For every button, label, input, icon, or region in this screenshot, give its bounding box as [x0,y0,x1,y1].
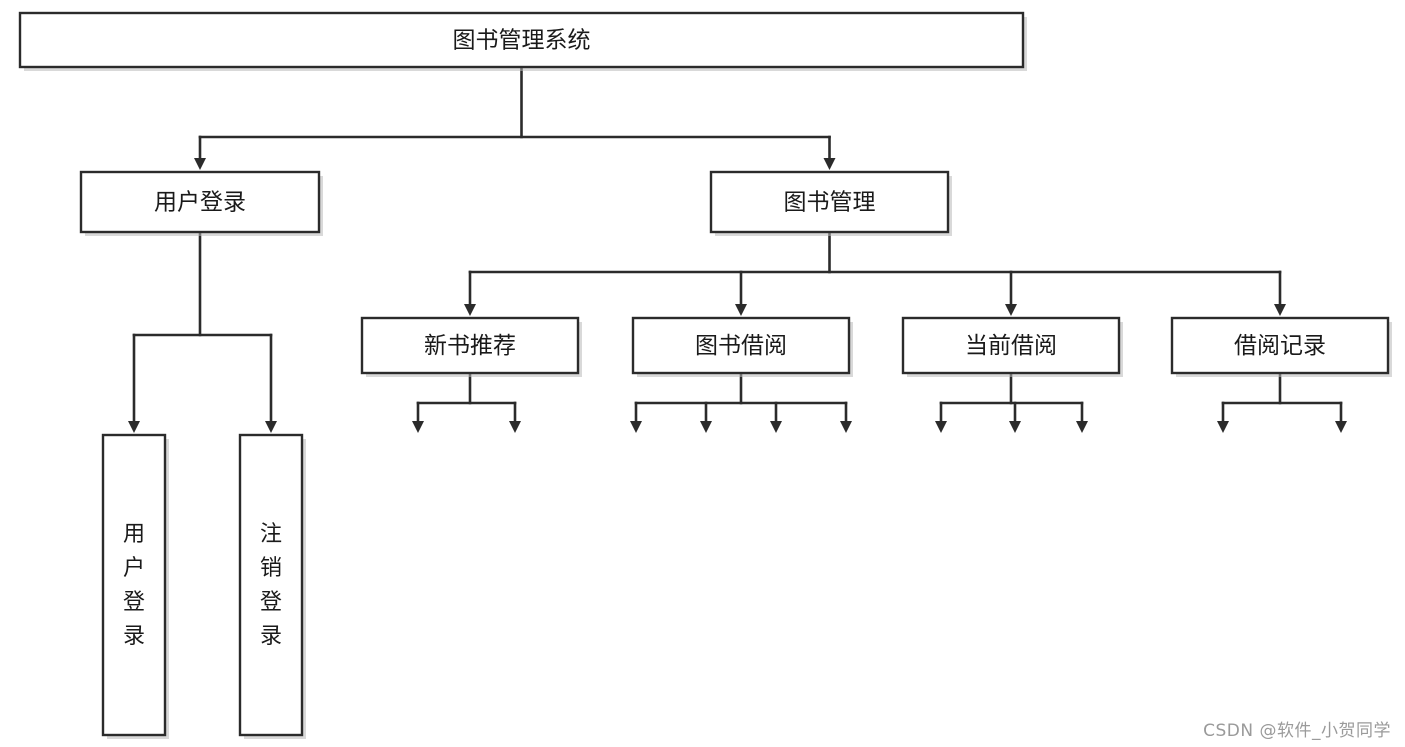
node-user-logout[interactable]: 注销登录 [238,433,306,739]
node-label: 借阅记录 [1234,333,1326,359]
node-label: 图书管理 [784,190,876,216]
node-book-management[interactable]: 图书管理 [709,170,952,236]
nodes-layer: 图书管理系统用户登录用户登录注销登录图书管理新书推荐图书借阅当前借阅借阅记录 [18,11,1392,739]
node-label: 新书推荐 [424,333,516,359]
node-borrow-record[interactable]: 借阅记录 [1170,316,1392,377]
node-root[interactable]: 图书管理系统 [18,11,1027,71]
node-label: 当前借阅 [965,333,1057,359]
node-label: 用户登录 [123,522,145,649]
node-user-login-do[interactable]: 用户登录 [101,433,169,739]
node-label: 图书管理系统 [453,28,591,54]
node-label: 注销登录 [260,522,282,649]
watermark-text: CSDN @软件_小贺同学 [1203,721,1391,741]
node-label: 用户登录 [154,190,246,216]
edges-layer [128,65,1347,433]
node-current-borrow[interactable]: 当前借阅 [901,316,1123,377]
node-new-book-recommend[interactable]: 新书推荐 [360,316,582,377]
node-label: 图书借阅 [695,333,787,359]
node-user-login[interactable]: 用户登录 [79,170,323,236]
node-book-borrow[interactable]: 图书借阅 [631,316,853,377]
